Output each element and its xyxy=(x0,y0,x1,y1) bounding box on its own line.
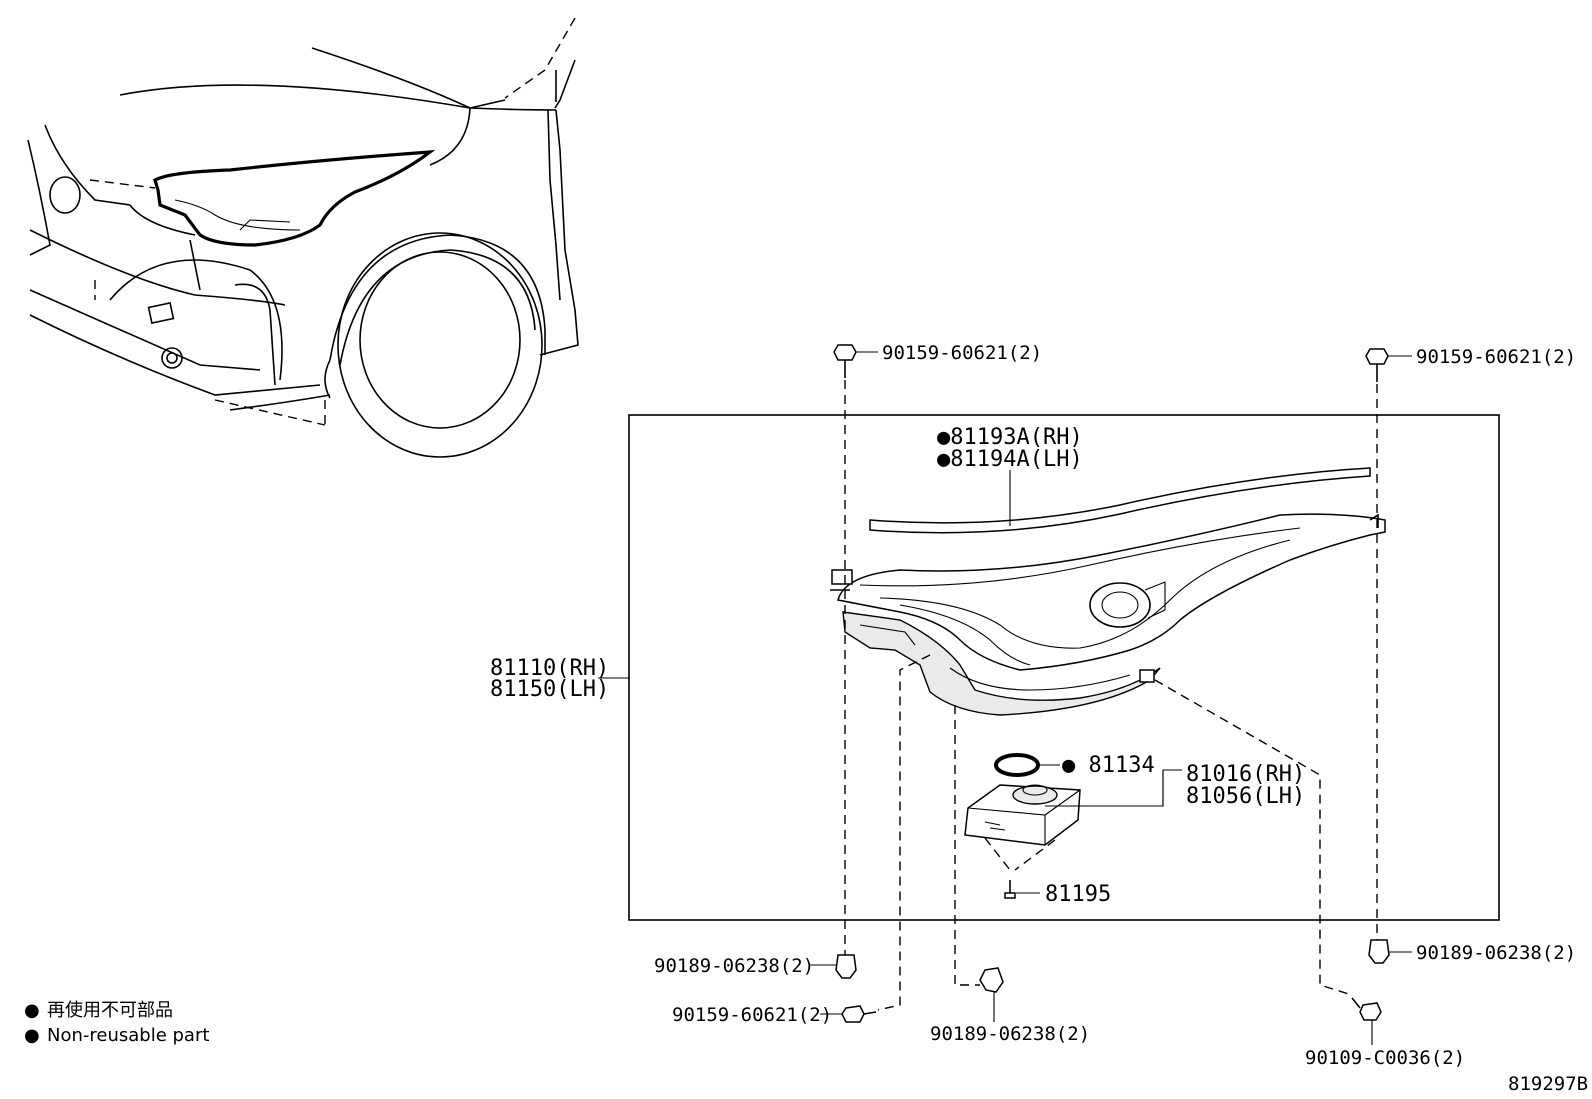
label-grommet-left: 90189-06238(2) xyxy=(654,955,814,977)
bolt-bottom-right-part xyxy=(1351,997,1382,1045)
label-o-ring: ● 81134 xyxy=(1062,753,1155,778)
label-seal-rh: ●81193A(RH) xyxy=(937,425,1083,450)
bolt-bottom-left-part xyxy=(820,1005,877,1023)
legend-symbol-1: ● xyxy=(24,1000,40,1021)
grommet-right-part xyxy=(1368,939,1412,964)
bolt-top-right-part xyxy=(1365,348,1412,382)
legend-symbol-2: ● xyxy=(24,1025,40,1046)
part-labels: 90159-60621(2) 90159-60621(2) ●81193A(RH… xyxy=(490,342,1576,1069)
bolt-top-left-part xyxy=(833,344,878,378)
label-housing-lh: 81150(LH) xyxy=(490,677,609,702)
label-housing-rh: 81110(RH) xyxy=(490,656,609,681)
headlamp-computer-part xyxy=(964,784,1081,871)
legend-japanese-text: 再使用不可部品 xyxy=(47,1000,173,1021)
grommet-center-part xyxy=(979,967,1004,1022)
o-ring-part xyxy=(994,753,1040,777)
leader-lines xyxy=(598,677,1182,807)
screw-81195-part xyxy=(1004,880,1040,899)
label-bolt-top-right: 90159-60621(2) xyxy=(1416,346,1576,368)
label-computer-rh: 81016(RH) xyxy=(1186,762,1305,787)
headlamp-housing-part xyxy=(830,513,1386,716)
assembly-frame xyxy=(628,414,1500,921)
headlamp-seal-part xyxy=(869,467,1371,534)
vehicle-locator-illustration xyxy=(27,17,579,458)
installation-guide-lines xyxy=(844,380,1378,1011)
label-computer-lh: 81056(LH) xyxy=(1186,784,1305,809)
label-grommet-center: 90189-06238(2) xyxy=(930,1023,1090,1045)
label-seal-lh: ●81194A(LH) xyxy=(937,447,1083,472)
label-bolt-bottom-right: 90109-C0036(2) xyxy=(1305,1047,1465,1069)
diagram-id: 819297B xyxy=(1508,1073,1588,1095)
label-bolt-bottom-left: 90159-60621(2) xyxy=(672,1004,832,1026)
label-screw: 81195 xyxy=(1045,882,1111,907)
label-grommet-right: 90189-06238(2) xyxy=(1416,942,1576,964)
legend: ● 再使用不可部品 ● Non-reusable part xyxy=(24,1000,209,1046)
grommet-left-part xyxy=(810,954,857,979)
label-bolt-top-left: 90159-60621(2) xyxy=(882,342,1042,364)
legend-english-text: Non-reusable part xyxy=(47,1025,209,1046)
